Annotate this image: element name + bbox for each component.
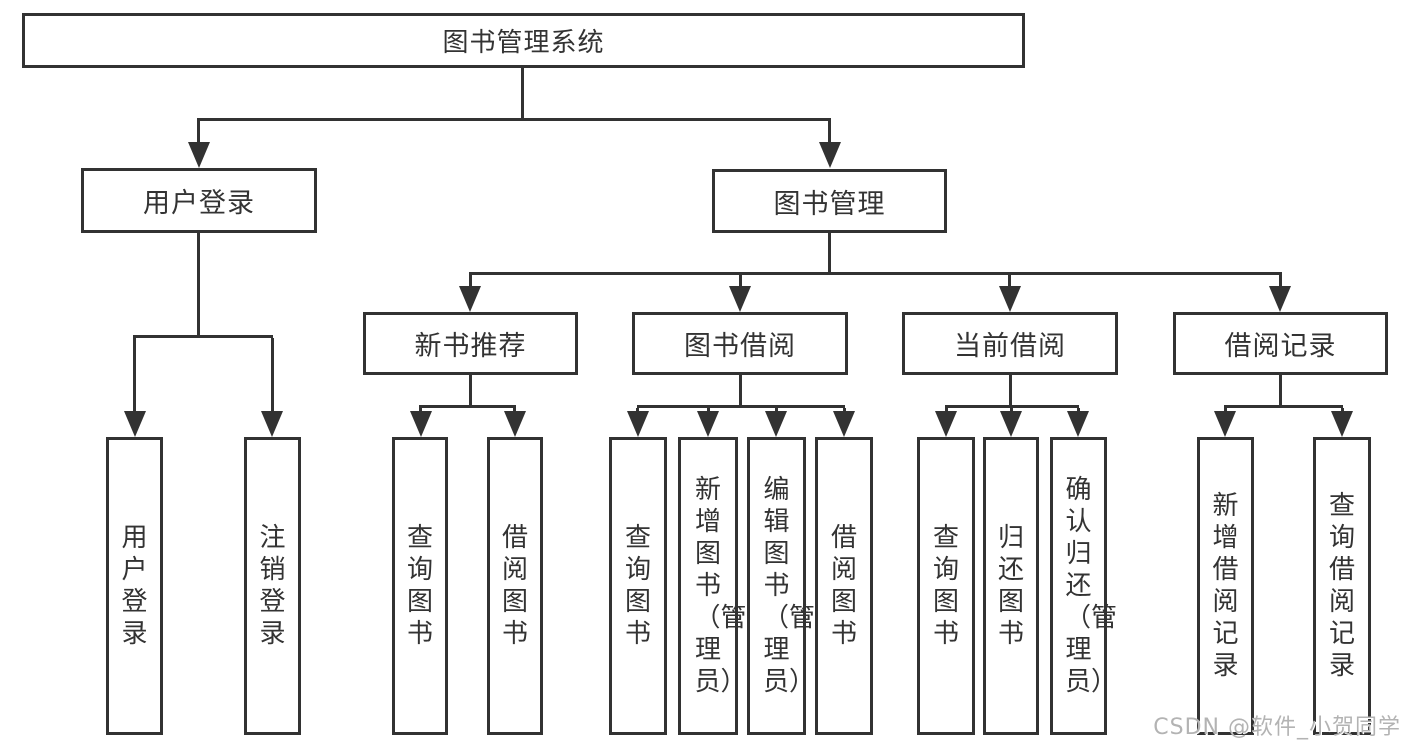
leaf-borrowing-query-books: 查询图书 <box>609 437 667 735</box>
arrowhead-icon <box>261 411 283 437</box>
arrowhead-icon <box>1000 411 1022 437</box>
connector-line <box>828 233 831 274</box>
node-label: 查询图书 <box>932 523 959 649</box>
connector-line <box>945 405 1079 408</box>
leaf-recommend-query-books: 查询图书 <box>392 437 448 735</box>
connector-line <box>197 121 200 145</box>
arrowhead-icon <box>819 142 841 168</box>
arrowhead-icon <box>1331 411 1353 437</box>
watermark: CSDN @软件_小贺同学 <box>1153 715 1401 740</box>
connector-line <box>271 338 274 413</box>
node-label: 图书管理 <box>773 188 886 220</box>
leaf-current-return-books: 归还图书 <box>983 437 1039 735</box>
leaf-records-query-borrow-record: 查询借阅记录 <box>1313 437 1371 735</box>
leaf-current-query-books: 查询图书 <box>917 437 975 735</box>
arrowhead-icon <box>504 411 526 437</box>
connector-line <box>1224 405 1343 408</box>
node-new-book-recommend: 新书推荐 <box>363 312 578 375</box>
leaf-user-login: 用户登录 <box>106 437 163 735</box>
arrowhead-icon <box>188 142 210 168</box>
connector-line <box>133 338 136 413</box>
node-label: 查询借阅记录 <box>1328 491 1355 681</box>
leaf-records-add-borrow-record: 新增借阅记录 <box>1197 437 1254 735</box>
arrowhead-icon <box>124 411 146 437</box>
connector-line <box>637 405 845 408</box>
connector-line <box>739 375 742 408</box>
node-label: 借阅图书 <box>830 523 857 649</box>
connector-line <box>469 275 472 287</box>
arrowhead-icon <box>833 411 855 437</box>
connector-line <box>739 275 742 287</box>
leaf-current-confirm-return-admin: 确认归还（管理员） <box>1050 437 1118 735</box>
connector-line <box>469 375 472 408</box>
connector-line <box>197 233 200 338</box>
node-borrowing-records: 借阅记录 <box>1173 312 1388 375</box>
node-book-borrowing: 图书借阅 <box>632 312 848 375</box>
node-label: 借阅图书 <box>501 523 528 649</box>
node-label: 图书借阅 <box>684 331 796 362</box>
leaf-logout: 注销登录 <box>244 437 301 735</box>
leaf-borrowing-add-books-admin: 新增图书（管理员） <box>678 437 747 735</box>
arrowhead-icon <box>729 286 751 312</box>
connector-line <box>133 335 273 338</box>
arrowhead-icon <box>935 411 957 437</box>
node-label: 用户登录 <box>121 523 148 649</box>
arrowhead-icon <box>765 411 787 437</box>
node-label: 查询图书 <box>406 523 433 649</box>
connector-line <box>521 68 524 121</box>
arrowhead-icon <box>1067 411 1089 437</box>
node-label: 新书推荐 <box>414 331 527 362</box>
leaf-recommend-borrow-books: 借阅图书 <box>487 437 543 735</box>
node-book-management: 图书管理 <box>712 169 947 233</box>
node-label: 当前借阅 <box>954 331 1066 362</box>
connector-line <box>1279 375 1282 408</box>
leaf-borrowing-borrow-books: 借阅图书 <box>815 437 873 735</box>
arrowhead-icon <box>697 411 719 437</box>
connector-line <box>828 121 831 145</box>
connector-line <box>1009 375 1012 408</box>
arrowhead-icon <box>459 286 481 312</box>
node-library-management-system: 图书管理系统 <box>22 13 1025 68</box>
node-label: 查询图书 <box>624 523 651 649</box>
arrowhead-icon <box>410 411 432 437</box>
connector-line <box>469 272 1282 275</box>
arrowhead-icon <box>999 286 1021 312</box>
node-label: 新增借阅记录 <box>1212 491 1239 681</box>
connector-line <box>419 405 516 408</box>
node-label: 注销登录 <box>259 523 286 649</box>
node-label: 用户登录 <box>143 188 255 219</box>
node-label: 编辑图书（管理员） <box>763 475 816 697</box>
connector-line <box>1008 275 1011 287</box>
arrowhead-icon <box>627 411 649 437</box>
node-label: 确认归还（管理员） <box>1065 475 1118 697</box>
node-label: 归还图书 <box>997 523 1024 649</box>
node-label: 新增图书（管理员） <box>694 475 747 697</box>
connector-line <box>1279 275 1282 287</box>
node-label: 图书管理系统 <box>442 28 605 58</box>
leaf-borrowing-edit-books-admin: 编辑图书（管理员） <box>747 437 816 735</box>
node-label: 借阅记录 <box>1224 331 1337 362</box>
arrowhead-icon <box>1269 286 1291 312</box>
node-current-borrowing: 当前借阅 <box>902 312 1118 375</box>
node-user-login: 用户登录 <box>81 168 317 233</box>
arrowhead-icon <box>1214 411 1236 437</box>
connector-line <box>197 118 831 121</box>
